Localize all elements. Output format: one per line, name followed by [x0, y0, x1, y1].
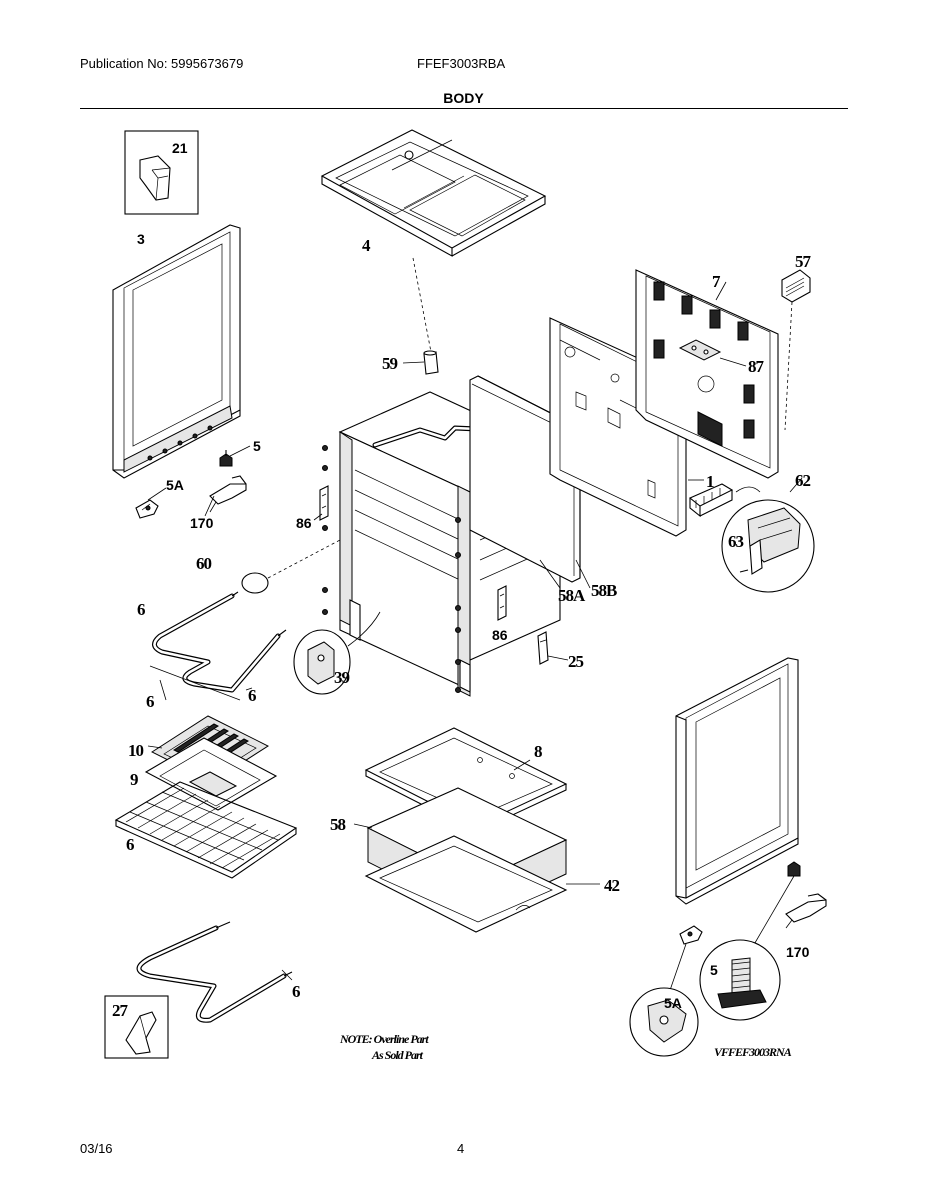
callout-59: 59 [382, 354, 398, 373]
part-170-antitip-bracket [204, 475, 247, 517]
part-6-broil-element [136, 921, 293, 1023]
callout-86-upper: 86 [296, 515, 312, 531]
callout-170-right: 170 [786, 944, 810, 960]
part-5-leveler-right [751, 861, 801, 949]
callout-6-lower-right: 6 [248, 686, 256, 705]
callout-58a: 58A [558, 586, 586, 605]
part-39-callout [293, 611, 381, 695]
callout-27: 27 [112, 1001, 129, 1020]
callout-60: 60 [196, 554, 212, 573]
figure-code: VFFEF3003RNA [714, 1045, 792, 1059]
part-5-callout [699, 939, 781, 1021]
terminal-block [688, 483, 761, 518]
part-87-plate [678, 339, 747, 367]
part-5a-bracket-right [667, 925, 703, 997]
part-3-left-panel [112, 224, 241, 479]
callout-6-lower-left: 6 [146, 692, 154, 711]
callout-21: 21 [172, 140, 188, 156]
callout-86-lower: 86 [492, 627, 508, 643]
callout-39: 39 [334, 668, 350, 687]
callout-7: 7 [712, 272, 721, 291]
callout-58: 58 [330, 815, 346, 834]
callout-58b: 58B [591, 581, 617, 600]
callout-42: 42 [604, 876, 620, 895]
callout-5a-right: 5A [664, 995, 682, 1011]
part-9-broiler-pan [144, 737, 278, 811]
callout-1: 1 [706, 472, 714, 491]
callout-62: 62 [795, 471, 811, 490]
callout-6-bake: 6 [137, 600, 145, 619]
part-5a-bracket [135, 487, 167, 519]
part-170-bracket-right [785, 893, 827, 929]
part-6-oven-rack [114, 781, 298, 879]
part-7-rear-cover [635, 269, 779, 479]
part-3-right-panel [675, 657, 799, 905]
callout-4: 4 [362, 236, 371, 255]
callout-labels: 21 3 4 5 5A 170 86 59 7 57 87 1 62 63 60… [112, 140, 813, 1020]
callout-57: 57 [795, 252, 812, 271]
callout-6-broil: 6 [292, 982, 300, 1001]
callout-3: 3 [137, 231, 145, 247]
part-4-top-panel [320, 129, 547, 257]
callout-5-right: 5 [710, 962, 718, 978]
part-59-spacer [402, 350, 439, 375]
callout-9: 9 [130, 770, 138, 789]
part-6-bake-element [149, 591, 287, 701]
part-21-inset [124, 130, 199, 215]
note-line-2: As Sold Part [371, 1048, 424, 1062]
callout-25: 25 [568, 652, 584, 671]
part-86-bracket-lower [497, 585, 507, 621]
part-5a-callout [629, 987, 699, 1057]
callout-87: 87 [748, 357, 765, 376]
callout-5: 5 [253, 438, 261, 454]
publication-number: Publication No: 5995673679 [80, 56, 244, 71]
callout-6-rack: 6 [126, 835, 134, 854]
part-60-light-lens [241, 539, 341, 594]
callout-5a: 5A [166, 477, 184, 493]
header-divider [80, 108, 848, 109]
part-86-bracket-upper [313, 485, 329, 521]
note-line-1: NOTE: Overline Part [339, 1032, 429, 1046]
part-25-clip [537, 631, 569, 665]
page-title: BODY [443, 90, 484, 106]
callout-10: 10 [128, 741, 144, 760]
part-27-inset [104, 995, 169, 1059]
connector-4-59 [412, 257, 432, 353]
footer-page-number: 4 [457, 1141, 465, 1156]
part-5-leveler [219, 445, 251, 467]
callout-63: 63 [728, 532, 744, 551]
callout-8: 8 [534, 742, 542, 761]
model-number: FFEF3003RBA [417, 56, 506, 71]
callout-170: 170 [190, 515, 214, 531]
part-57-vent-plate [781, 269, 811, 431]
part-62-callout [721, 477, 815, 593]
part-42-bottom-shield [364, 835, 600, 933]
footer-date: 03/16 [80, 1141, 113, 1156]
